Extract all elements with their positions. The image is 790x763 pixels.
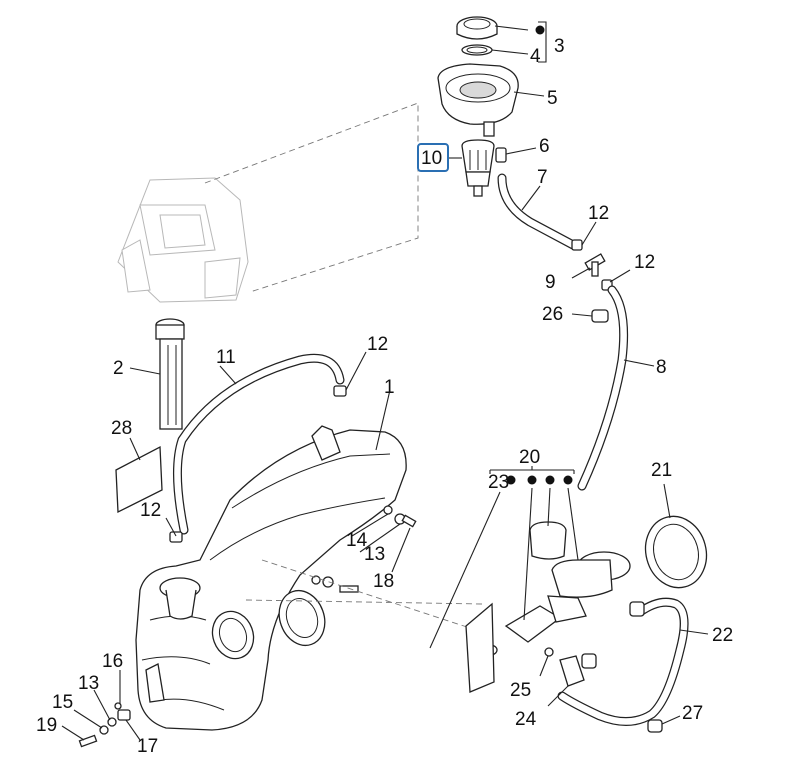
part-fuel-level-sender <box>155 318 185 430</box>
callout-18[interactable]: 18 <box>373 571 394 592</box>
callout-1[interactable]: 1 <box>384 377 395 398</box>
callout-9[interactable]: 9 <box>545 272 556 293</box>
part-hose-long <box>577 285 629 491</box>
callout-23[interactable]: 23 <box>488 472 509 493</box>
part-clamp-upper <box>571 239 583 251</box>
part-washer-upper <box>383 505 393 515</box>
part-reservoir <box>437 63 519 137</box>
callout-24[interactable]: 24 <box>515 709 537 730</box>
callout-12-upper[interactable]: 12 <box>588 203 609 224</box>
set-dot-20a <box>527 475 537 485</box>
part-vent-hose <box>173 353 345 535</box>
callout-17[interactable]: 17 <box>137 736 158 757</box>
callout-13-upper[interactable]: 13 <box>364 544 385 565</box>
callout-14[interactable]: 14 <box>346 530 368 551</box>
callout-15[interactable]: 15 <box>52 692 73 713</box>
callout-13-lower[interactable]: 13 <box>78 673 99 694</box>
part-hose-nipple <box>495 147 507 163</box>
tank-pump-dashed-link-a <box>261 559 471 629</box>
part-bolt-upper <box>401 514 417 528</box>
callout-25[interactable]: 25 <box>510 680 531 701</box>
part-washer-lower <box>311 575 321 585</box>
callout-4[interactable]: 4 <box>530 46 541 67</box>
ghost-frame-reference <box>117 177 249 303</box>
part-pump-lock-ring <box>644 515 708 589</box>
part-bracket-17 <box>117 709 131 721</box>
callout-26[interactable]: 26 <box>542 304 563 325</box>
part-t-fitting <box>584 253 606 277</box>
callout-12-right[interactable]: 12 <box>634 252 655 273</box>
callout-10[interactable]: 10 <box>421 148 442 169</box>
part-pump-gasket <box>278 589 326 647</box>
set-dot-20c <box>563 475 573 485</box>
part-outlet-hose <box>557 597 689 726</box>
callout-28[interactable]: 28 <box>111 418 132 439</box>
part-connector-24b <box>581 653 597 669</box>
part-hose-upper <box>497 173 580 251</box>
callout-7[interactable]: 7 <box>537 167 548 188</box>
set-dot-3 <box>535 25 545 35</box>
part-o-ring-25 <box>544 647 554 657</box>
callout-labels: 3 4 5 6 10 7 12 12 9 26 8 2 11 12 1 28 1… <box>36 36 733 757</box>
callout-2[interactable]: 2 <box>113 358 124 379</box>
callout-3[interactable]: 3 <box>554 36 565 57</box>
callout-10-highlight-box[interactable] <box>417 143 449 172</box>
callout-16[interactable]: 16 <box>102 651 123 672</box>
callout-12-hose[interactable]: 12 <box>367 334 388 355</box>
part-filter <box>461 139 495 197</box>
part-o-ring-inner <box>466 46 488 54</box>
part-fuel-pump-assembly <box>465 521 631 693</box>
callout-5[interactable]: 5 <box>547 88 558 109</box>
callout-11[interactable]: 11 <box>216 347 236 368</box>
set-dot-20b <box>545 475 555 485</box>
callout-27[interactable]: 27 <box>682 703 703 724</box>
part-quick-connector <box>629 601 645 617</box>
part-screw-16 <box>114 702 122 710</box>
leader-lines <box>61 21 709 741</box>
part-bolt-19 <box>78 734 98 748</box>
part-clamp-vent-bottom <box>169 531 183 543</box>
callout-22[interactable]: 22 <box>712 625 733 646</box>
callout-20[interactable]: 20 <box>519 447 540 468</box>
part-connector-27 <box>647 719 663 733</box>
part-elbow-24 <box>559 655 585 687</box>
callout-19[interactable]: 19 <box>36 715 57 736</box>
part-nut-lower <box>322 576 334 588</box>
callout-12-lower[interactable]: 12 <box>140 500 161 521</box>
part-filler-cap <box>456 16 498 40</box>
part-hose-clip <box>591 309 609 323</box>
part-clamp-vent-top <box>333 385 347 397</box>
part-fuel-tank <box>135 425 407 731</box>
part-bolt-18 <box>339 585 359 593</box>
set-dot-23 <box>506 475 516 485</box>
callout-6[interactable]: 6 <box>539 136 550 157</box>
callout-21[interactable]: 21 <box>651 460 672 481</box>
part-label-sheet <box>115 445 163 514</box>
callout-8[interactable]: 8 <box>656 357 667 378</box>
